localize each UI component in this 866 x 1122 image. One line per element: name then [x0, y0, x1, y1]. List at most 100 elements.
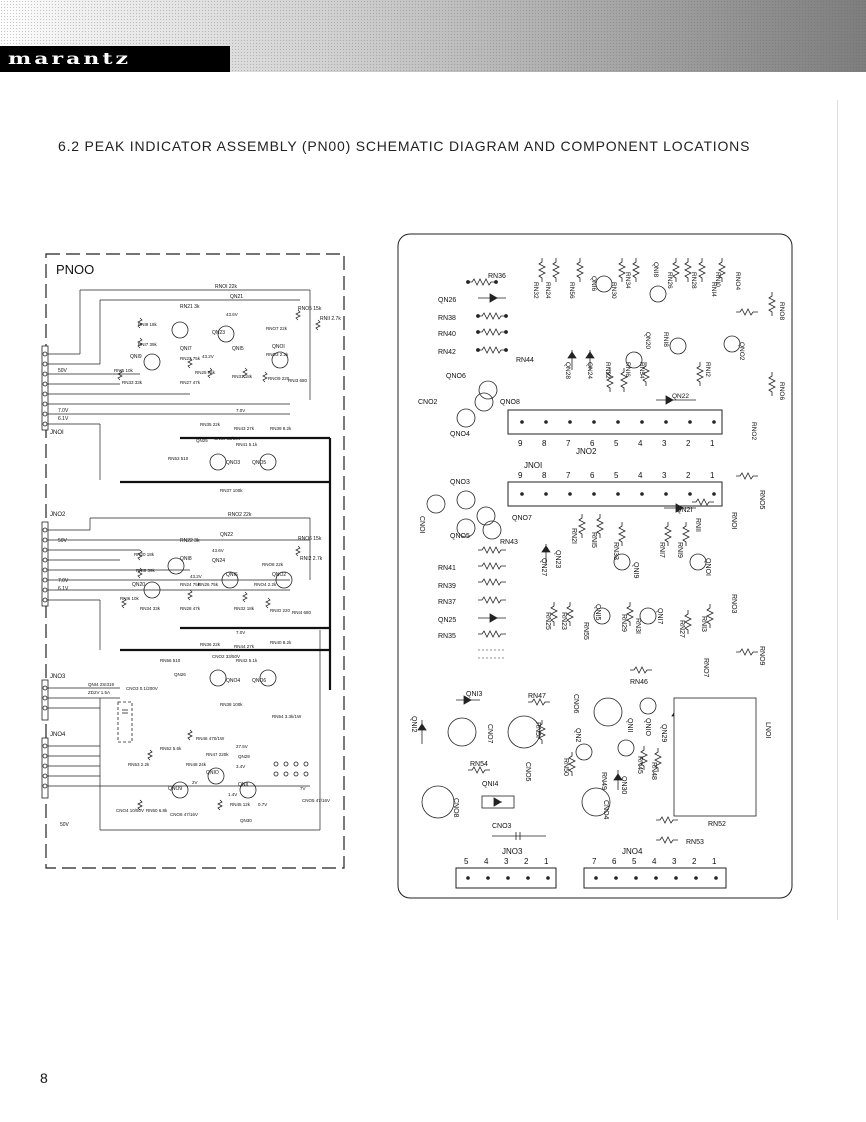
jn01-pin-1: 1	[710, 471, 715, 480]
loc-rn17: RNI7	[658, 542, 665, 558]
part-qn25: QN25	[196, 438, 208, 443]
loc-ln01: LNOI	[764, 722, 771, 738]
loc-rn12: RNI2	[704, 362, 711, 377]
loc-rn49: RN49	[600, 772, 607, 790]
loc-qn15: QNI5	[594, 604, 601, 620]
part-qn21: QN21	[230, 294, 243, 300]
loc-rn54: RN54	[470, 761, 488, 768]
connector-strip-4	[41, 737, 49, 799]
loc-qn2x: QN2	[574, 728, 581, 743]
jn04-label: JNO4	[622, 847, 643, 856]
component-locations: RN36 QN26 RN38 RN40 RN42 RN44 QNO6 QNO8 …	[396, 232, 794, 900]
loc-rn45: RN45	[636, 756, 643, 774]
voltage-436-a: 43.6V	[226, 312, 238, 317]
jn02-label: JNO2	[576, 447, 597, 456]
part-rn18: RNI8 39k	[136, 568, 156, 573]
loc-rn33: RN33	[612, 542, 619, 560]
schematic-border	[45, 253, 345, 869]
loc-rn46: RN46	[630, 679, 648, 686]
rail-7v-a: 7.0V	[58, 408, 69, 414]
voltage-436-b: 43.6V	[212, 548, 224, 553]
part-cn05: CNO5 47/16V	[302, 798, 330, 803]
part-rn40: RN40 8.2k	[270, 640, 292, 645]
part-rn16: RNI6 10k	[120, 596, 140, 601]
connector-label-jn03: JNO3	[50, 674, 66, 680]
part-qn19: QNI9	[130, 354, 142, 360]
part-rn08: RNO8 22k	[262, 562, 284, 567]
loc-qn05: QNO5	[450, 533, 470, 540]
part-rn07: RNO7 22k	[266, 326, 288, 331]
part-rn43: RN43 27k	[234, 426, 255, 431]
jn03-label: JNO3	[502, 847, 523, 856]
connector-jn01: JNOI 9 8 7 6 5 4 3 2 1	[507, 461, 723, 507]
part-rn20: RN20 18k	[134, 552, 155, 557]
part-qn01: QNOI	[272, 344, 285, 350]
part-rn05: RNO5 15k	[298, 306, 322, 312]
loc-rn16: RNI6	[624, 362, 631, 377]
jn04-pin-2: 2	[692, 857, 697, 866]
jn02-pin-6: 6	[590, 439, 595, 448]
jn02-pin-3: 3	[662, 439, 667, 448]
part-qn03: QNO3	[226, 460, 240, 466]
part-rn54: RN54 3.3k/1W	[272, 714, 302, 719]
loc-qn20: QN20	[644, 332, 651, 349]
voltage-432-a: 43.2V	[202, 354, 214, 359]
loc-rn03: RNO3	[730, 594, 737, 614]
loc-rn21: RN2I	[570, 528, 577, 544]
voltage-2v: 2V	[192, 780, 198, 785]
part-qn09: QNO9	[168, 786, 182, 792]
jn01-pin-8: 8	[542, 471, 547, 480]
part-rn19: RNI9 18k	[138, 322, 158, 327]
jn02-pin-2: 2	[686, 439, 691, 448]
part-rn31: RN31 18k	[232, 374, 253, 379]
jn03-pin-3: 3	[504, 857, 509, 866]
part-rn44: RN44 27k	[234, 644, 255, 649]
loc-cn01: CNOI	[418, 516, 425, 534]
loc-qn08: QNO8	[500, 399, 520, 406]
part-rn04: RNO4 2.2k	[254, 582, 277, 587]
loc-rn30: RN30	[610, 282, 617, 299]
part-zd: ZD2V 1.5A	[88, 690, 110, 695]
loc-rn39: RN39	[438, 583, 456, 590]
jn04-pin-7: 7	[592, 857, 597, 866]
loc-rn05: RNO5	[758, 490, 765, 510]
jn02-pin-8: 8	[542, 439, 547, 448]
connector-label-jn04: JNO4	[50, 732, 66, 738]
part-qn20: QN20	[132, 582, 145, 588]
loc-qn11: QNII	[626, 718, 633, 732]
page-edge	[837, 100, 838, 920]
loc-rn47: RN47	[528, 693, 546, 700]
part-rn22: RN22 3k	[180, 538, 200, 544]
jn03-pin-1: 1	[544, 857, 549, 866]
loc-qn02: QNO2	[738, 342, 745, 361]
loc-rn51: RN5I	[534, 722, 541, 738]
brand-logo: marantz	[0, 46, 230, 72]
voltage-14v: 1.4V	[228, 792, 237, 797]
loc-rn07: RNO7	[702, 658, 709, 678]
rail-61v-b: 6.1V	[58, 586, 69, 592]
loc-rn23: RN23	[560, 612, 567, 630]
resistors-a	[117, 309, 321, 383]
loc-rn27: RN27	[678, 620, 685, 638]
loc-rn29: RN29	[620, 614, 627, 632]
part-rn09: RNO9 220	[268, 376, 290, 381]
part-rn25: RN25 75k	[195, 370, 216, 375]
loc-qn10: QNIO	[644, 718, 651, 736]
loc-qn27: QN27	[540, 558, 547, 576]
loc-qn17: QNI7	[656, 608, 663, 624]
loc-rn24: RN24	[544, 282, 551, 299]
part-qn29: QN29	[238, 754, 250, 759]
loc-rn44: RN44	[516, 357, 534, 364]
bus-wires	[48, 289, 321, 831]
jn02-pin-5: 5	[614, 439, 619, 448]
part-rn53: RN53 510	[168, 456, 189, 461]
jn04-pin-1: 1	[712, 857, 717, 866]
schematic-board-label: PNOO	[56, 262, 94, 277]
part-cn02: CNO2 33/50V	[212, 654, 240, 659]
loc-rn08: RNO8	[778, 302, 785, 320]
part-cn01: CNOI 33/50V	[214, 436, 241, 441]
part-qn24: QN24	[212, 558, 225, 564]
loc-qn07: QNO7	[512, 515, 532, 522]
loc-rn25: RN25	[544, 612, 551, 630]
part-qn30: QN30	[240, 818, 252, 823]
